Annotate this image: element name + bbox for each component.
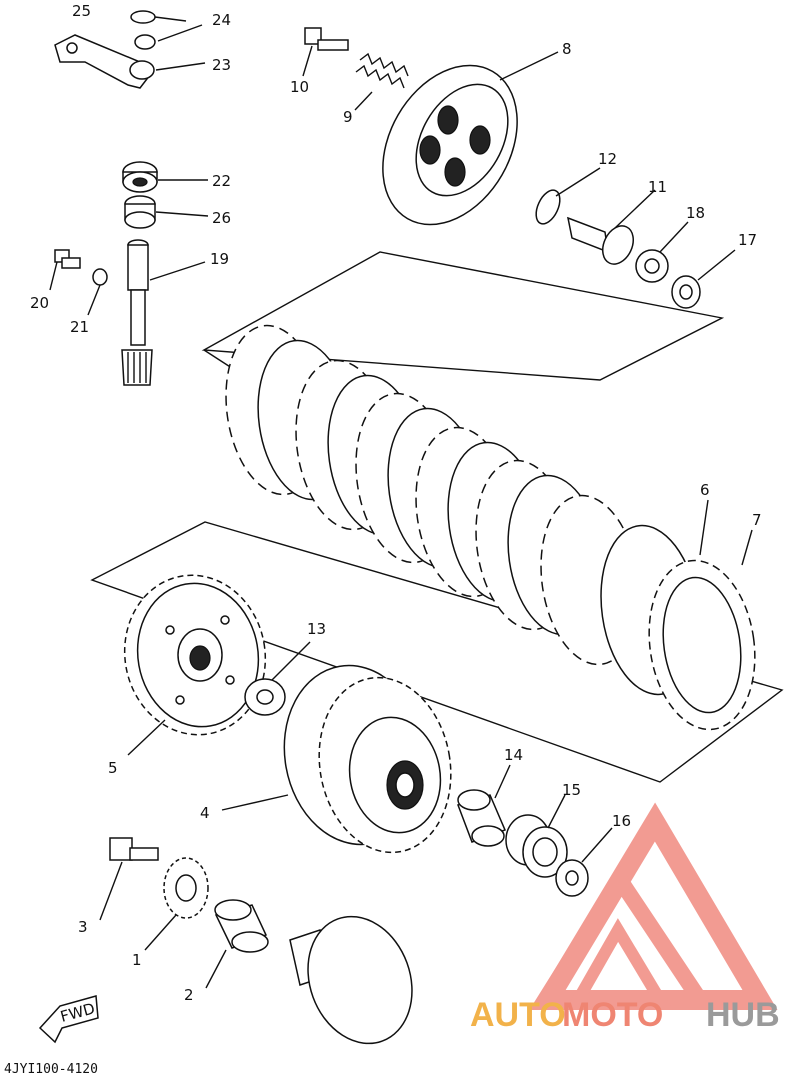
- part-8-pressure-plate: [382, 64, 518, 226]
- drawing-code: 4JYI100-4120: [4, 1062, 98, 1077]
- callout-4: 4: [200, 804, 210, 822]
- callout-1: 1: [132, 951, 142, 969]
- callout-3: 3: [78, 918, 88, 936]
- part-10-bolt: [304, 27, 349, 51]
- callout-17: 17: [738, 231, 757, 249]
- watermark-hub: HUB: [706, 996, 780, 1034]
- callout-13: 13: [307, 620, 326, 638]
- callout-21: 21: [70, 318, 89, 336]
- callout-19: 19: [210, 250, 229, 268]
- fwd-arrow-icon: [38, 995, 99, 1044]
- part-4-clutch-boss: [283, 664, 452, 854]
- callout-10: 10: [290, 78, 309, 96]
- part-16-washer: [555, 859, 589, 897]
- part-2-bushing: [214, 899, 269, 953]
- part-26-bushing: [124, 195, 156, 229]
- callout-23: 23: [212, 56, 231, 74]
- watermark-moto: MOTO: [562, 996, 663, 1034]
- callout-7: 7: [752, 511, 762, 529]
- part-20-bolt: [54, 249, 81, 269]
- part-7-friction-plate: [648, 559, 756, 731]
- part-5-primary-gear: [123, 574, 267, 736]
- clutch-plate-stack: [225, 324, 700, 696]
- watermark-text: AUTO MOTO HUB: [470, 996, 780, 1034]
- callout-5: 5: [108, 759, 118, 777]
- part-23-lever: [54, 10, 156, 89]
- part-17-lock-washer: [671, 275, 701, 309]
- fwd-label: FWD: [58, 999, 96, 1025]
- callout-11: 11: [648, 178, 667, 196]
- watermark-auto: AUTO: [470, 996, 566, 1034]
- plate-group-frame-top: [201, 251, 725, 381]
- part-14-sleeve: [457, 789, 507, 847]
- callout-14: 14: [504, 746, 523, 764]
- part-3-bolt: [109, 837, 159, 861]
- callout-labels: 25 24 23 22 26 19 20 21 10 9 8 12 11 18 …: [30, 2, 762, 1004]
- callout-8: 8: [562, 40, 572, 58]
- callout-20: 20: [30, 294, 49, 312]
- part-19-shaft: [121, 239, 153, 386]
- callout-25: 25: [72, 2, 91, 20]
- callout-2: 2: [184, 986, 194, 1004]
- plate-group-frame-bottom: [90, 521, 784, 783]
- callout-6: 6: [700, 481, 710, 499]
- part-9-spring: [355, 52, 409, 89]
- callout-9: 9: [343, 108, 353, 126]
- part-22-bearing: [122, 161, 158, 193]
- callout-18: 18: [686, 204, 705, 222]
- callout-26: 26: [212, 209, 231, 227]
- callout-12: 12: [598, 150, 617, 168]
- part-11-push-rod: [566, 216, 634, 265]
- callout-24: 24: [212, 11, 231, 29]
- callout-16: 16: [612, 812, 631, 830]
- watermark-logo-triangle: [530, 802, 778, 1010]
- part-1-gear: [163, 857, 209, 919]
- primary-drive-shaft: [289, 915, 413, 1045]
- part-18-nut: [635, 249, 669, 283]
- part-15-needle-bearing: [505, 814, 568, 878]
- part-13-washer: [244, 678, 286, 716]
- part-21-washer: [92, 268, 108, 286]
- callout-15: 15: [562, 781, 581, 799]
- part-12-seal: [535, 189, 561, 225]
- callout-22: 22: [212, 172, 231, 190]
